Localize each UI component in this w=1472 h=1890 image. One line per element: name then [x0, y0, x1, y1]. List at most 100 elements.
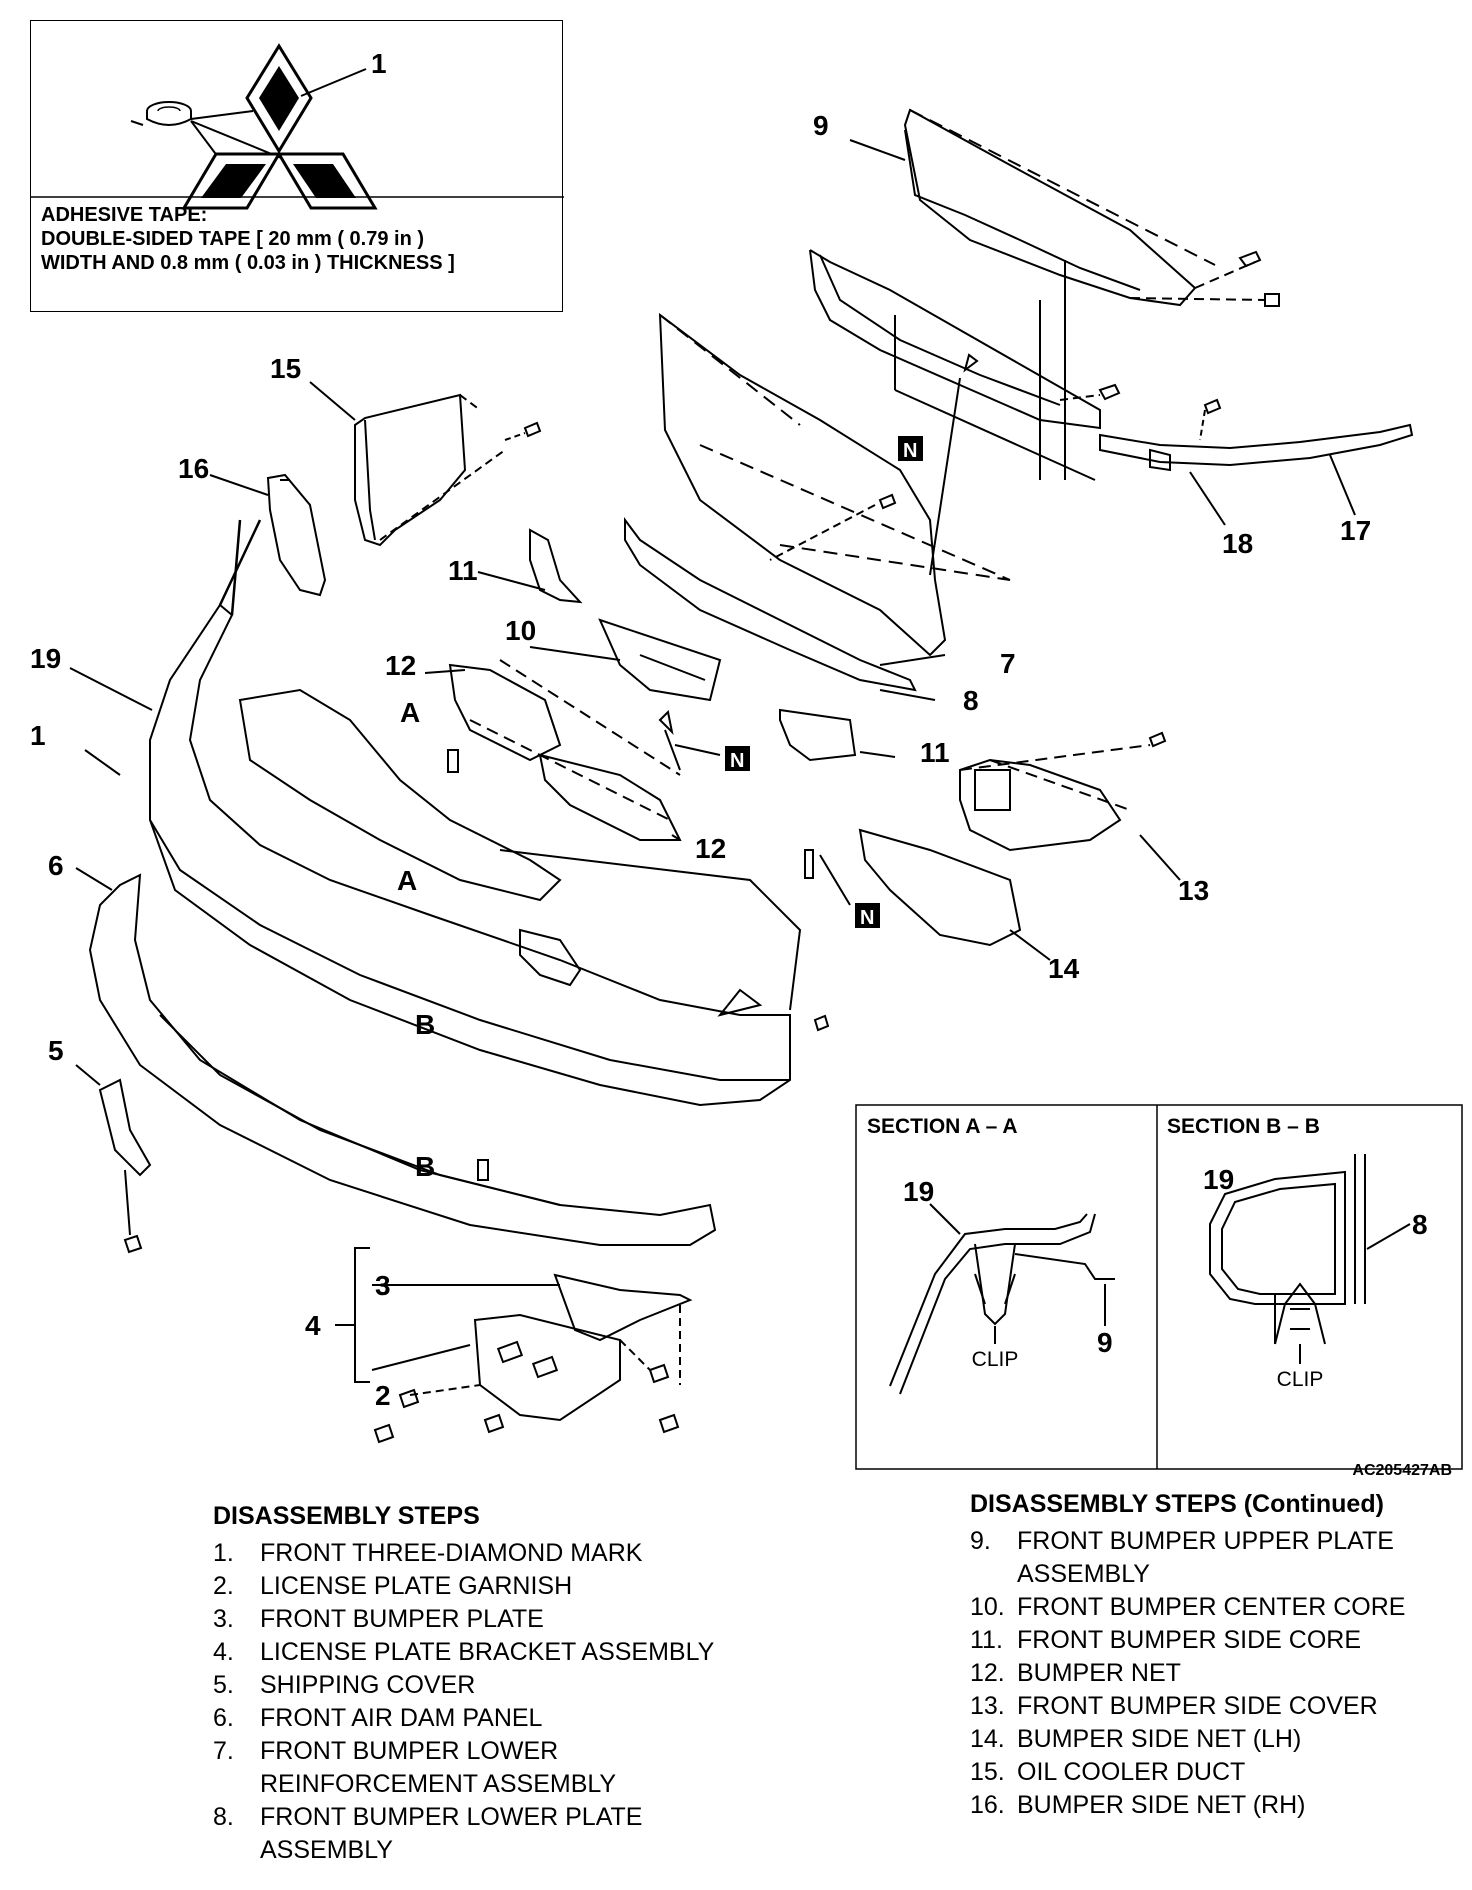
step-item: 13.FRONT BUMPER SIDE COVER: [970, 1690, 1450, 1723]
step-number: 3.: [213, 1605, 234, 1633]
callout-3: 3: [375, 1270, 391, 1301]
section-a-marker-1: A: [400, 697, 420, 728]
section-b-callout-8: 8: [1412, 1209, 1428, 1240]
section-b-callout-19: 19: [1203, 1164, 1234, 1195]
section-b-marker-2: B: [415, 1151, 435, 1182]
step-number: 15.: [970, 1758, 1005, 1786]
side-cover-part: [959, 731, 1167, 852]
callout-6: 6: [48, 850, 64, 881]
step-item: 5. SHIPPING COVER: [213, 1669, 773, 1702]
step-text: FRONT THREE-DIAMOND MARK: [260, 1539, 643, 1567]
step-number: 10.: [970, 1593, 1005, 1621]
callout-9: 9: [813, 110, 829, 141]
note-line-3: WIDTH AND 0.8 mm ( 0.03 in ) THICKNESS ]: [41, 252, 455, 274]
steps-right-list: 9. FRONT BUMPER UPPER PLATE ASSEMBLY 10. FR…: [970, 1525, 1450, 1822]
steps-right-heading: DISASSEMBLY STEPS (Continued): [970, 1490, 1384, 1518]
shipping-cover-part: [98, 1078, 152, 1177]
step-item: 10. FRONT BUMPER CENTER CORE: [970, 1591, 1450, 1624]
step-text: FRONT AIR DAM PANEL: [260, 1704, 543, 1732]
callout-11-left: 11: [448, 555, 478, 586]
step-number: 5.: [213, 1671, 234, 1699]
air-dam-panel-part: [88, 873, 717, 1246]
steps-left-heading: DISASSEMBLY STEPS: [213, 1502, 480, 1530]
callout-17: 17: [1340, 515, 1371, 546]
side-core-right-part: [779, 708, 857, 762]
section-views-box: SECTION A – A SECTION B – B 19 9 CLIP 19: [855, 1104, 1463, 1470]
section-a-marker-2: A: [397, 865, 417, 896]
section-b-b-title: SECTION B – B: [1167, 1115, 1320, 1138]
steps-left-list: 1. FRONT THREE-DIAMOND MARK 2. LICENSE PLAT…: [213, 1537, 773, 1867]
disassembly-steps-right: DISASSEMBLY STEPS (Continued) 9. FRONT BU…: [970, 1488, 1450, 1822]
bumper-net-part: [448, 659, 682, 841]
step-text: BUMPER SIDE NET (RH): [1017, 1791, 1306, 1819]
step-item: 2. LICENSE PLATE GARNISH: [213, 1570, 773, 1603]
callout-11-right: 11: [920, 737, 950, 768]
n-marker-group: N N N: [725, 436, 923, 929]
callout-12-top: 12: [385, 650, 416, 681]
step-number: 1.: [213, 1539, 234, 1567]
step-text: FRONT BUMPER SIDE CORE: [1017, 1626, 1362, 1654]
step-text: FRONT BUMPER CENTER CORE: [1017, 1593, 1406, 1621]
step-item: 4.LICENSE PLATE BRACKET ASSEMBLY: [213, 1636, 773, 1669]
step-text: OIL COOLER DUCT: [1017, 1758, 1246, 1786]
section-b-marker-1: B: [415, 1009, 435, 1040]
callout-18: 18: [1222, 528, 1253, 559]
step-number: 11.: [970, 1626, 1003, 1654]
center-core-part: [598, 618, 722, 702]
callout-13: 13: [1178, 875, 1209, 906]
step-item: 7. FRONT BUMPER LOWER REINFORCEMENT ASSEM…: [213, 1735, 773, 1801]
figure-code: AC205427AB: [1352, 1462, 1452, 1479]
step-number: 9.: [970, 1527, 991, 1555]
step-number: 4.: [213, 1638, 234, 1666]
bumper-side-rail-part: [1099, 398, 1414, 526]
adhesive-tape-note-box: 1 ADHESIVE TAPE: DOUBLE-SIDED TAPE [ 20 …: [30, 20, 564, 312]
section-a-callout-19: 19: [903, 1176, 934, 1207]
side-net-rh-part: [266, 473, 327, 597]
callout-10: 10: [505, 615, 536, 646]
step-text: FRONT BUMPER LOWER PLATE ASSEMBLY: [260, 1803, 643, 1864]
callout-4: 4: [305, 1310, 321, 1341]
front-bumper-upper-plate-part: [903, 108, 1280, 307]
bumper-exploded-view: N N N A A B B 1 2 3 4 5 6 7 8 9 10 11 11…: [30, 108, 1414, 1444]
adhesive-tape-note: ADHESIVE TAPE: DOUBLE-SIDED TAPE [ 20 mm…: [41, 203, 455, 275]
step-text: LICENSE PLATE GARNISH: [260, 1572, 573, 1600]
callout-14: 14: [1048, 953, 1080, 984]
callout-15: 15: [270, 353, 301, 384]
step-text: BUMPER NET: [1017, 1659, 1181, 1687]
side-core-left-part: [529, 528, 583, 604]
note-line-1: ADHESIVE TAPE:: [41, 204, 208, 226]
step-text: FRONT BUMPER LOWER REINFORCEMENT ASSEMBL…: [260, 1737, 617, 1798]
callout-1-main: 1: [30, 720, 46, 751]
n-marker-1: N: [903, 440, 917, 462]
step-number: 8.: [213, 1803, 234, 1831]
callout-1: 1: [371, 48, 387, 79]
step-text: SHIPPING COVER: [260, 1671, 476, 1699]
step-number: 2.: [213, 1572, 234, 1600]
oil-cooler-duct-part: [354, 393, 542, 547]
section-b-b-drawing: 19 8 CLIP: [1203, 1154, 1428, 1391]
step-number: 14.: [970, 1725, 1005, 1753]
step-number: 7.: [213, 1737, 234, 1765]
callout-12-bottom: 12: [695, 833, 726, 864]
section-a-clip-label: CLIP: [972, 1348, 1019, 1371]
callout-16: 16: [178, 453, 209, 484]
callout-5: 5: [48, 1035, 64, 1066]
lower-reinforcement-part: [624, 312, 1011, 692]
step-item: 1. FRONT THREE-DIAMOND MARK: [213, 1537, 773, 1570]
step-item: 12.BUMPER NET: [970, 1657, 1450, 1690]
step-item: 3. FRONT BUMPER PLATE: [213, 1603, 773, 1636]
callout-19: 19: [30, 643, 61, 674]
step-item: 6.FRONT AIR DAM PANEL: [213, 1702, 773, 1735]
step-item: 15. OIL COOLER DUCT: [970, 1756, 1450, 1789]
note-line-2: DOUBLE-SIDED TAPE [ 20 mm ( 0.79 in ): [41, 228, 425, 250]
callout-8: 8: [963, 685, 979, 716]
callout-7: 7: [1000, 648, 1016, 679]
step-item: 16. BUMPER SIDE NET (RH): [970, 1789, 1450, 1822]
three-diamond-emblem-illustration: 1: [31, 43, 564, 210]
step-number: 13.: [970, 1692, 1005, 1720]
step-text: FRONT BUMPER PLATE: [260, 1605, 544, 1633]
section-b-clip-label: CLIP: [1277, 1368, 1324, 1391]
step-text: FRONT BUMPER UPPER PLATE ASSEMBLY: [1017, 1527, 1394, 1588]
step-number: 16.: [970, 1791, 1005, 1819]
step-item: 11. FRONT BUMPER SIDE CORE: [970, 1624, 1450, 1657]
